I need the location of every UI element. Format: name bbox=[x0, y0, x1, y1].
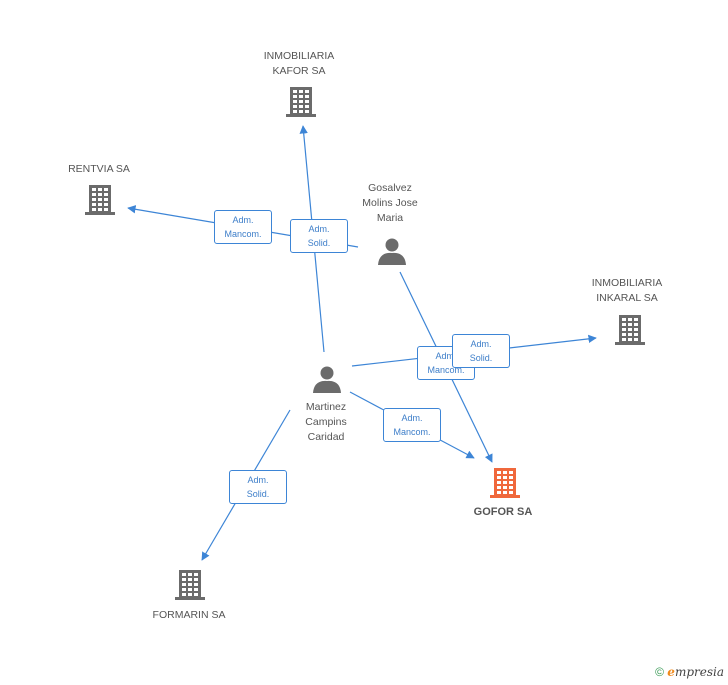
relation-label-martinez-formarin[interactable]: Adm. Solid. bbox=[229, 470, 287, 504]
footer-brand: © empresia bbox=[655, 665, 724, 679]
building-icon-inkaral[interactable] bbox=[615, 315, 645, 345]
building-icon-gofor[interactable] bbox=[490, 468, 520, 498]
company-label-formarin: FORMARIN SA bbox=[152, 609, 226, 621]
person-icon-martinez[interactable] bbox=[313, 366, 341, 394]
relation-label-martinez-inkaral[interactable]: Adm. Solid. bbox=[452, 334, 510, 368]
relation-label-gosalvez-rentvia[interactable]: Adm. Mancom. bbox=[214, 210, 272, 244]
relation-label-martinez-gofor[interactable]: Adm. Mancom. bbox=[383, 408, 441, 442]
brand-logo: empresia bbox=[667, 665, 724, 679]
copyright-icon: © bbox=[655, 665, 664, 679]
relation-label-martinez-kafor[interactable]: Adm. Solid. bbox=[290, 219, 348, 253]
company-label-rentvia: RENTVIA SA bbox=[68, 163, 130, 175]
company-label-inkaral: INMOBILIARIA INKARAL SA bbox=[591, 277, 663, 304]
company-label-kafor: INMOBILIARIA KAFOR SA bbox=[263, 50, 335, 77]
building-icon-formarin[interactable] bbox=[175, 570, 205, 600]
company-label-gofor: GOFOR SA bbox=[473, 506, 533, 518]
building-icon-rentvia[interactable] bbox=[85, 185, 115, 215]
person-icon-gosalvez[interactable] bbox=[378, 238, 406, 266]
person-label-martinez: Martinez Campins Caridad bbox=[305, 401, 347, 443]
person-label-gosalvez: Gosalvez Molins Jose Maria bbox=[362, 182, 418, 224]
building-icon-kafor[interactable] bbox=[286, 87, 316, 117]
